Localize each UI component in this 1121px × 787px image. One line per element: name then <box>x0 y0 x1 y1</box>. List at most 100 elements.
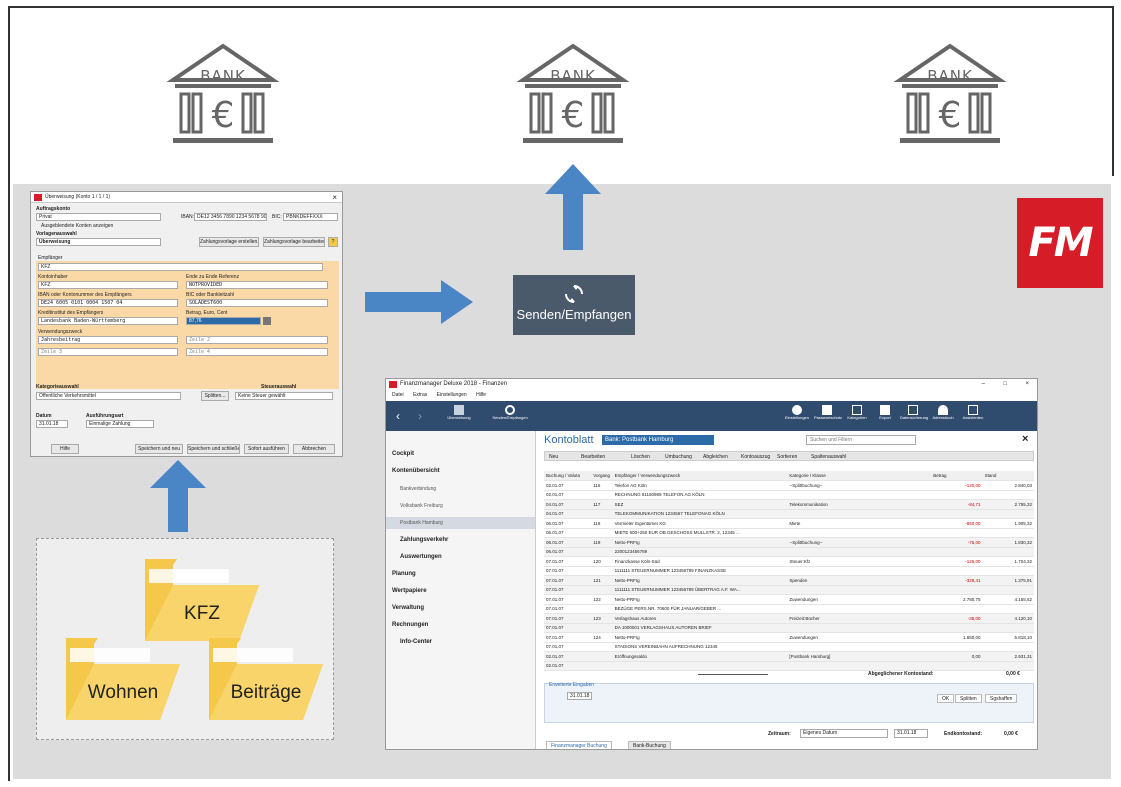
send-receive-box[interactable]: Senden/Empfangen <box>513 275 635 335</box>
tab-bank-buchung[interactable]: Bank-Buchung <box>628 741 671 749</box>
form-date-field[interactable]: 31.01.18 <box>567 692 593 700</box>
datum-field[interactable]: 31.01.18 <box>36 420 68 428</box>
back-icon[interactable]: ‹ <box>396 409 400 423</box>
sidebar-item-auswertungen[interactable]: Auswertungen <box>400 554 442 560</box>
export-ribbon-button[interactable]: Export <box>872 405 898 420</box>
column-header[interactable]: Betrag <box>931 471 983 481</box>
column-header[interactable]: Kategorie / Klasse <box>787 471 932 481</box>
column-header[interactable]: Vorgang <box>591 471 613 481</box>
close-icon[interactable]: × <box>332 193 337 202</box>
kategorien-ribbon-button[interactable]: Kategorien <box>844 405 870 420</box>
sofort-button[interactable]: Sofort ausführen <box>244 444 289 454</box>
kontoauszug-button[interactable]: Kontoauszug <box>741 454 771 460</box>
auftragskonto-select[interactable]: Privat <box>36 213 161 221</box>
sidebar-item-info-center[interactable]: Info-Center <box>400 639 432 645</box>
steuer-select[interactable]: Keine Steuer gewählt <box>235 392 333 400</box>
column-header[interactable]: Stand <box>982 471 1034 481</box>
zeitraum-date-field[interactable]: 31.01.18 <box>894 729 928 738</box>
folder-beitraege[interactable]: Beiträge <box>207 634 325 724</box>
ende-field[interactable]: NOTPROVIDED <box>186 281 328 289</box>
sidebar-item-rechnungen[interactable]: Rechnungen <box>392 622 429 628</box>
sidebar-item-zahlungsverkehr[interactable]: Zahlungsverkehr <box>400 537 449 543</box>
ausgeblendete-checkbox[interactable]: Ausgeblendete Konten anzeigen <box>41 223 114 229</box>
ueberweisung-ribbon-button[interactable]: Überweisung <box>446 405 472 420</box>
form-ok-button[interactable]: OK <box>937 694 955 703</box>
splitten-button[interactable]: Splitten... <box>201 391 229 401</box>
form-splitten-button[interactable]: Splitten <box>955 694 982 703</box>
column-header[interactable]: Empfänger / Verwendungszweck <box>612 471 788 481</box>
sortieren-button[interactable]: Sortieren <box>777 454 798 460</box>
vorlage-select[interactable]: Überweisung <box>36 238 161 246</box>
search-input[interactable]: Suchen und Filtern <box>806 435 916 445</box>
neu-button[interactable]: Neu <box>549 454 559 460</box>
iban2-field[interactable]: DE24 6005 0101 0004 1507 04 <box>38 299 178 307</box>
sidebar-item-cockpit[interactable]: Cockpit <box>392 451 415 457</box>
einstellungen-ribbon-button[interactable]: Einstellungen <box>784 405 810 420</box>
sidebar-item-volksbank[interactable]: Volksbank Freiburg <box>400 503 443 509</box>
sidebar-item-postbank[interactable]: Postbank Hamburg <box>400 520 443 526</box>
speichern-schliessen-button[interactable]: Speichern und schließen <box>187 444 240 454</box>
sidebar-item-kontenuebersicht[interactable]: Kontenübersicht <box>392 468 440 474</box>
sidebar-item-planung[interactable]: Planung <box>392 571 416 577</box>
sidebar-item-bankverbindung[interactable]: Bankverbindung <box>400 486 437 492</box>
folder-wohnen[interactable]: Wohnen <box>64 634 182 724</box>
spaltenauswahl-button[interactable]: Spaltenauswahl <box>811 454 847 460</box>
zeile4-field[interactable]: Zeile 4 <box>186 348 328 356</box>
sidebar-item-verwaltung[interactable]: Verwaltung <box>392 605 425 611</box>
passwort-ribbon-button[interactable]: Passwortschutz <box>814 405 842 420</box>
vorlage-erstellen-button[interactable]: Zahlungsvorlage erstellen... <box>199 237 259 247</box>
bic2-field[interactable]: SOLADEST600 <box>186 299 328 307</box>
abgleichen-button[interactable]: Abgleichen <box>703 454 728 460</box>
verwendung-field[interactable]: Jahresbeitrag <box>38 336 178 344</box>
tab-finanzmanager-buchung[interactable]: Finanzmanager Buchung <box>546 741 612 749</box>
speichern-neu-button[interactable]: Speichern und neu <box>135 444 183 454</box>
kategorie-select[interactable]: Öffentliche Verkehrsmittel <box>36 392 181 400</box>
kontoinhaber-field[interactable]: KFZ <box>38 281 178 289</box>
minimize-icon[interactable]: – <box>981 381 985 387</box>
betrag-field[interactable]: 87,76 <box>186 317 261 325</box>
datensicherung-ribbon-button[interactable]: Datensicherung <box>900 405 928 420</box>
bearbeiten-button[interactable]: Bearbeiten <box>581 454 606 460</box>
menu-datei[interactable]: Datei <box>392 392 404 398</box>
menu-einstellungen[interactable]: Einstellungen <box>436 392 467 398</box>
adressbuch-ribbon-button[interactable]: Adressbuch <box>930 405 956 420</box>
table-row[interactable]: 02.01.07 <box>544 661 1034 671</box>
sidebar-item-wertpapiere[interactable]: Wertpapiere <box>392 588 427 594</box>
assistenten-ribbon-button[interactable]: Assistenten <box>960 405 986 420</box>
account-select[interactable]: Bank: Postbank Hamburg <box>602 435 714 445</box>
menu-extras[interactable]: Extras <box>413 392 428 398</box>
zeile3-field[interactable]: Zeile 3 <box>38 348 178 356</box>
senden-ribbon-button[interactable]: Senden/Empfangen <box>492 405 528 420</box>
erweiterte-tab[interactable]: Erweiterte Eingaben <box>549 682 595 688</box>
abbrechen-button[interactable]: Abbrechen <box>293 444 335 454</box>
zeile2-field[interactable]: Zeile 2 <box>186 336 328 344</box>
forward-icon[interactable]: › <box>418 409 422 423</box>
form-sgzahlen-button[interactable]: Sgshaffen <box>985 694 1018 703</box>
maximize-icon[interactable]: □ <box>1003 381 1007 387</box>
loeschen-button[interactable]: Löschen <box>631 454 650 460</box>
umbuchung-button[interactable]: Umbuchung <box>665 454 692 460</box>
help-icon[interactable]: ? <box>328 237 338 247</box>
folder-kfz[interactable]: KFZ <box>143 555 261 645</box>
hilfe-button[interactable]: Hilfe <box>51 444 79 454</box>
column-header[interactable]: Buchung / Valuta <box>544 471 592 481</box>
splitter-handle[interactable] <box>698 674 768 675</box>
calculator-icon[interactable] <box>263 317 271 325</box>
ausfuehrung-select[interactable]: Einmalige Zahlung <box>86 420 154 428</box>
